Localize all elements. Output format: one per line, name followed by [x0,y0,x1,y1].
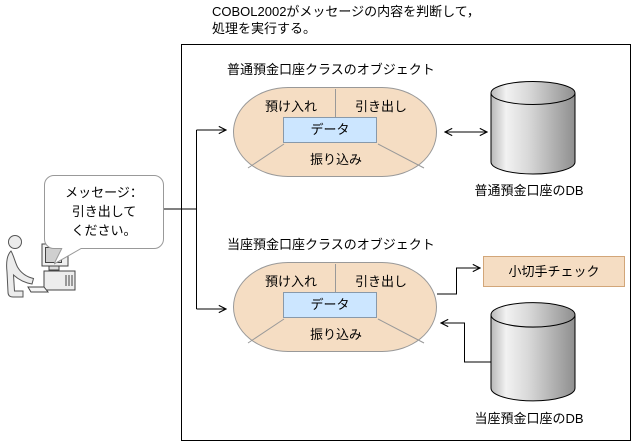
checking-db-label: 当座預金口座のDB [474,411,584,426]
caption-note: COBOL2002がメッセージの内容を判断して， 処理を実行する。 [212,3,480,37]
ordinary-db-label: 普通預金口座のDB [474,183,584,198]
method-divider-lines [247,89,425,169]
method-withdraw-label: 引き出し [354,274,407,289]
ordinary-db-cylinder-icon [490,81,576,175]
message-bubble: メッセージ： 引き出して ください。 [44,175,164,249]
caption-line-2: 処理を実行する。 [212,21,317,36]
diagram-frame [181,44,631,441]
method-transfer-label: 振り込み [309,152,362,167]
checking-account-object: 預け入れ 引き出し データ 振り込み [233,262,437,352]
data-box: データ [283,117,377,143]
data-box: データ [283,292,377,318]
checking-object-title: 当座預金口座クラスのオブジェクト [227,237,435,252]
method-deposit-label: 預け入れ [264,99,317,114]
method-withdraw-label: 引き出し [354,99,407,114]
ordinary-object-title: 普通預金口座クラスのオブジェクト [227,62,435,77]
check-verification-box: 小切手チェック [483,256,625,287]
caption-line-1: COBOL2002がメッセージの内容を判断して， [212,4,480,19]
message-bubble-tail [54,248,83,265]
method-divider-lines [247,264,425,344]
checking-db-cylinder-icon [490,302,576,402]
user-at-computer-icon [6,235,76,298]
message-line-2: 引き出して [71,204,137,219]
method-transfer-label: 振り込み [309,327,362,342]
method-deposit-label: 預け入れ [264,274,317,289]
message-line-1: メッセージ： [65,185,143,200]
ordinary-account-object: 預け入れ 引き出し データ 振り込み [233,87,437,177]
message-line-3: ください。 [71,223,137,238]
